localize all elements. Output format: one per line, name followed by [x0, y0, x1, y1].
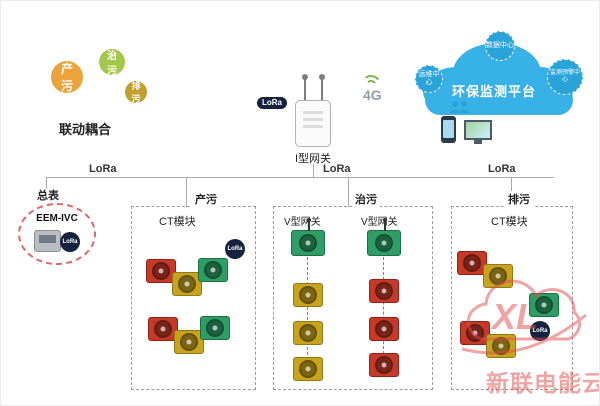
bus-lora-label: LoRa — [89, 163, 117, 175]
v-gateway-module — [367, 218, 401, 256]
antenna-icon — [319, 74, 325, 101]
antenna-icon — [383, 218, 387, 231]
main-meter-label: 总表 — [37, 190, 59, 202]
bus-line — [46, 177, 554, 178]
cloud-platform-title: 环保监测平台 — [451, 84, 536, 99]
box-production-pollution — [131, 206, 256, 390]
v-gateway-label: V型网关 — [361, 217, 398, 228]
lora-badge: LoRa — [257, 97, 287, 109]
ct-module-red — [369, 317, 399, 341]
dashed-connector — [383, 257, 384, 369]
box-title-production: 产污 — [192, 191, 220, 207]
antenna-icon — [307, 218, 311, 231]
gear-pollution-discharge: 排污 — [125, 81, 147, 104]
ct-module-yellow — [293, 321, 323, 345]
meter-model-label: EEM-IVC — [36, 213, 78, 224]
connector-line — [186, 177, 187, 207]
connector-line — [348, 177, 349, 207]
connector-line — [46, 177, 47, 189]
ct-module-yellow — [486, 334, 516, 358]
ct-module-yellow — [174, 330, 204, 354]
ct-module-label: CT模块 — [159, 216, 196, 228]
gear-label: 产污 — [60, 62, 73, 93]
ct-module-yellow — [172, 272, 202, 296]
users-icon — [450, 101, 469, 113]
box-title-discharge: 排污 — [505, 191, 533, 207]
ct-module-red — [148, 317, 178, 341]
lora-badge: LoRa — [530, 321, 550, 341]
box-title-treatment: 治污 — [352, 191, 380, 207]
v-gateway-label: V型网关 — [284, 217, 321, 228]
v-gateway-module — [291, 218, 325, 256]
ct-module-yellow — [483, 264, 513, 288]
dashed-connector — [307, 257, 308, 375]
cloud-platform: 环保监测平台 数据中心 运维中心 监测预警中心 — [399, 29, 589, 121]
antenna-icon — [302, 74, 308, 101]
ct-module-red — [457, 251, 487, 275]
gear-caption: 联动耦合 — [59, 122, 112, 137]
bus-lora-label: LoRa — [488, 163, 516, 175]
meter-device-icon — [34, 230, 61, 252]
ct-module-green — [200, 316, 230, 340]
ct-module-red — [369, 353, 399, 377]
type1-gateway-device — [295, 100, 331, 147]
gear-production-pollution: 产污 — [51, 61, 83, 93]
ct-module-red — [146, 259, 176, 283]
cloud-node-monitor-center: 监测预警中心 — [547, 59, 583, 95]
type1-gateway-label: I型网关 — [294, 153, 332, 165]
lora-badge: LoRa — [60, 232, 80, 252]
bus-lora-label: LoRa — [323, 163, 351, 175]
gear-label: 治污 — [107, 51, 117, 77]
ct-module-red — [369, 279, 399, 303]
ct-module-yellow — [293, 357, 323, 381]
cloud-node-data-center: 数据中心 — [485, 31, 515, 61]
phone-icon — [441, 116, 456, 143]
main-meter-group: EEM-IVC LoRa — [18, 203, 96, 265]
4g-network-icon: 4G — [363, 87, 382, 103]
ct-module-green — [529, 293, 559, 317]
ct-module-yellow — [293, 283, 323, 307]
gear-label: 排污 — [131, 81, 141, 104]
ct-module-label: CT模块 — [491, 216, 528, 228]
lora-badge: LoRa — [225, 239, 245, 259]
ct-module-green — [198, 258, 228, 282]
cloud-node-ops-center: 运维中心 — [415, 65, 443, 93]
monitor-icon — [464, 120, 492, 144]
gear-pollution-treatment: 治污 — [99, 49, 125, 77]
connector-line — [313, 164, 314, 177]
